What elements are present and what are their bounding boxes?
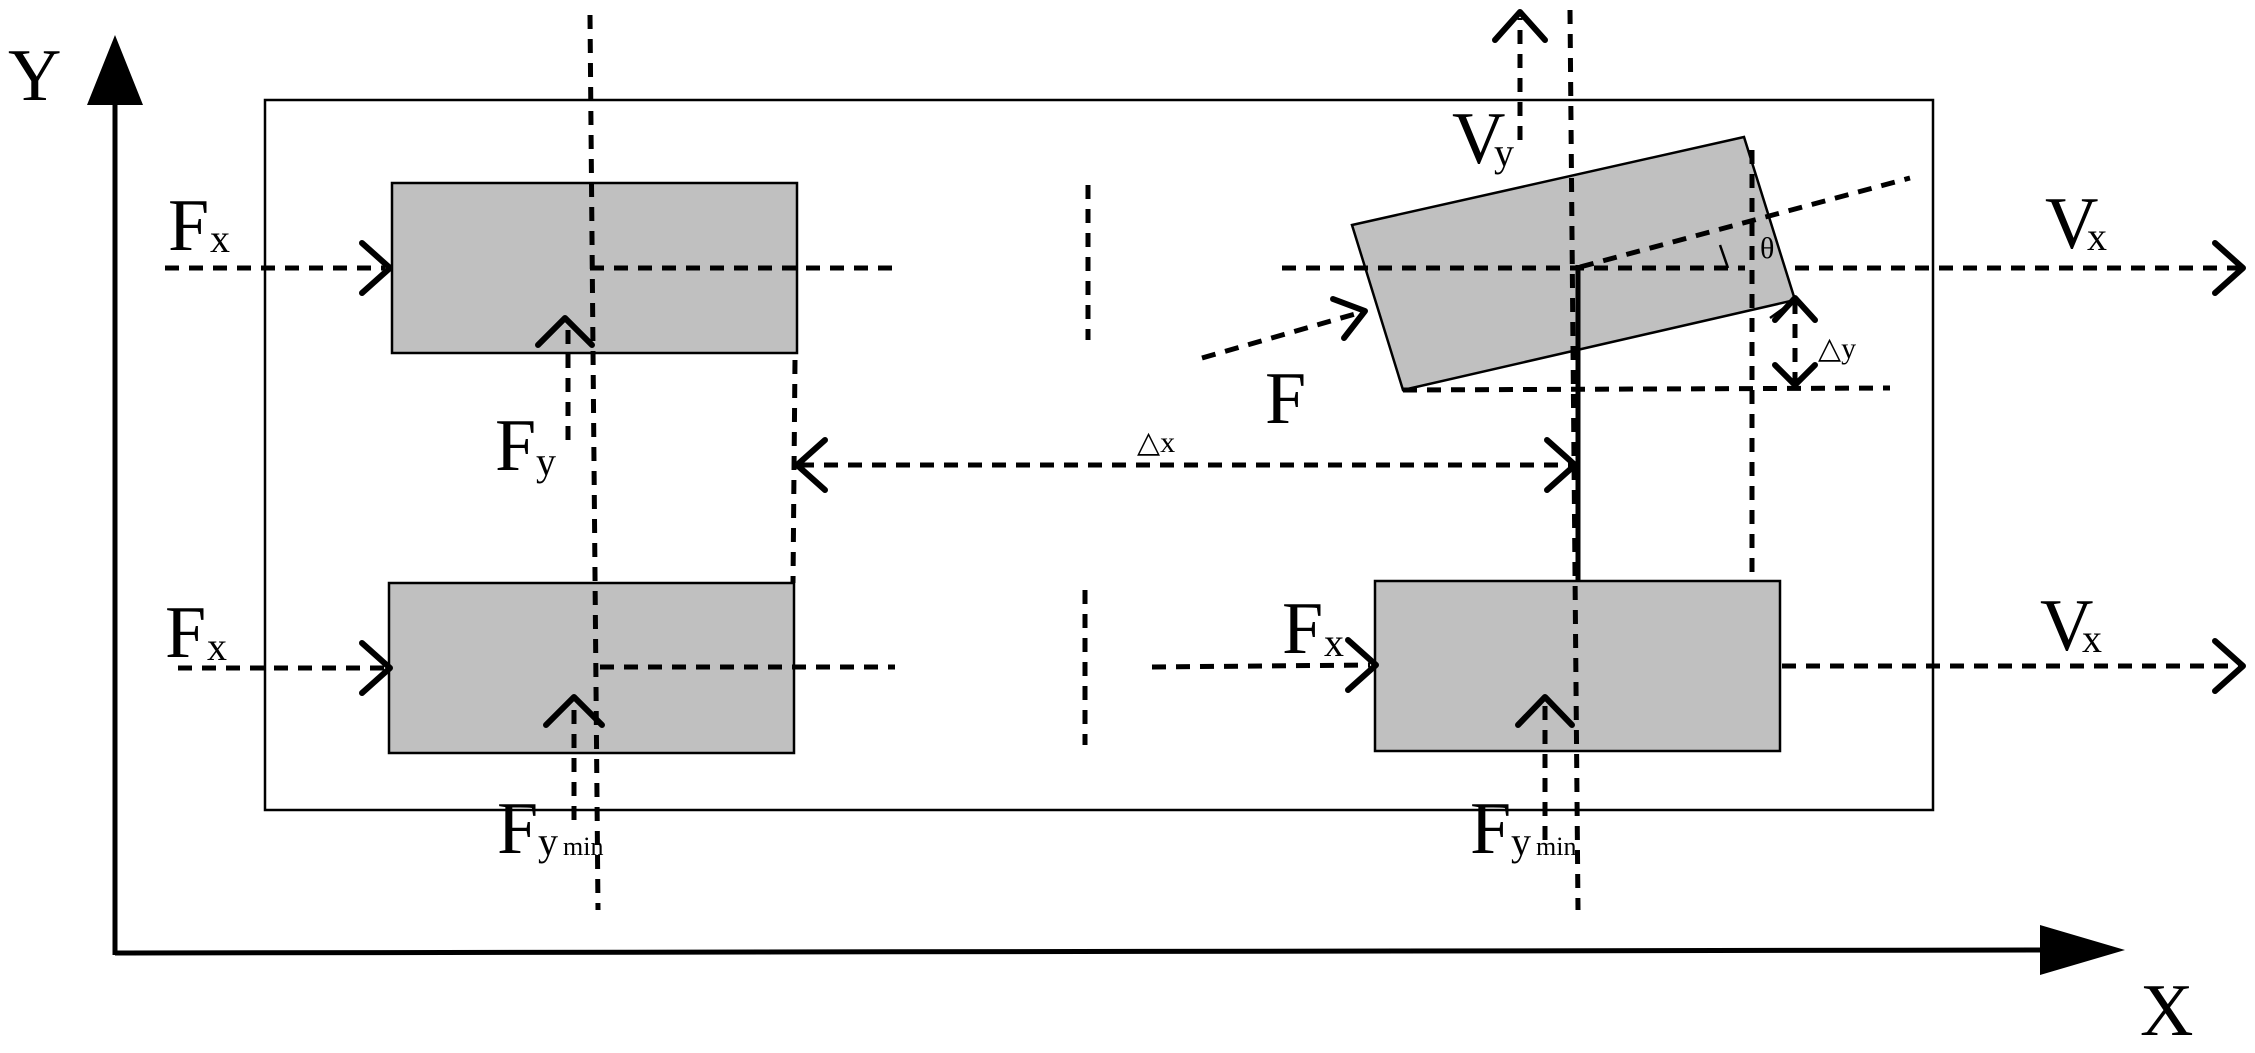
svg-text:x: x xyxy=(1324,620,1344,665)
svg-text:x: x xyxy=(2087,214,2107,259)
svg-text:x: x xyxy=(207,624,227,669)
label-theta: θ xyxy=(1760,232,1774,265)
svg-text:y: y xyxy=(536,439,556,484)
delta-y-arrow xyxy=(1769,295,1818,388)
svg-text:V: V xyxy=(2045,183,2098,265)
label-delta-x: △x xyxy=(1137,426,1175,459)
svg-text:F: F xyxy=(497,788,538,870)
vx-arrow-bottom xyxy=(1782,638,2246,694)
label-fx-bottom-left: F x xyxy=(165,592,227,674)
theta-angle-mark xyxy=(1718,244,1730,269)
label-vx-top: V x xyxy=(2045,183,2107,265)
svg-text:V: V xyxy=(1452,98,1505,180)
fy-min-arrow-bottom-left xyxy=(543,694,605,820)
fy-min-arrow-bottom-right xyxy=(1515,694,1575,840)
vy-arrow xyxy=(1492,9,1548,140)
label-fy-min-bottom-right: F y min xyxy=(1470,788,1576,870)
vertical-dashed-connector-left xyxy=(790,359,798,584)
label-fy-min-bottom-left: F y min xyxy=(497,788,603,870)
y-axis-label: Y xyxy=(8,35,61,117)
svg-text:x: x xyxy=(2082,616,2102,661)
fx-arrow-top-left xyxy=(165,240,393,296)
delta-x-arrow xyxy=(794,437,1578,493)
svg-text:V: V xyxy=(2040,585,2093,667)
fy-arrow-top-left xyxy=(535,315,595,440)
y-axis-arrowhead xyxy=(87,35,143,105)
svg-text:min: min xyxy=(563,832,603,861)
f-arrow-rotated xyxy=(1201,296,1368,361)
vertical-guide-left xyxy=(587,14,601,911)
outer-frame xyxy=(263,98,1935,812)
label-fy-top-left: F y xyxy=(495,405,556,487)
vertical-guide-right xyxy=(1567,9,1581,911)
coordinate-axes: Y X xyxy=(8,35,2193,1052)
rotated-axis-line xyxy=(1579,175,1911,270)
x-axis-label: X xyxy=(2140,970,2193,1052)
svg-text:x: x xyxy=(210,216,230,261)
label-vy: V y xyxy=(1452,98,1514,180)
fx-arrow-bottom-left xyxy=(178,640,393,696)
label-f-rotated: F xyxy=(1265,358,1306,440)
svg-text:min: min xyxy=(1536,832,1576,861)
fx-arrow-bottom-right xyxy=(1151,637,1379,693)
svg-text:F: F xyxy=(1470,788,1511,870)
label-fx-bottom-right: F x xyxy=(1282,588,1344,670)
x-axis-line xyxy=(114,947,2061,956)
svg-text:y: y xyxy=(538,819,558,864)
labels: F x F x F x V x V x V y F y F y mi xyxy=(165,98,2107,870)
svg-text:F: F xyxy=(168,185,209,267)
svg-text:y: y xyxy=(1511,819,1531,864)
label-delta-y: △y xyxy=(1818,332,1856,365)
svg-text:F: F xyxy=(1282,588,1323,670)
label-fx-top-left: F x xyxy=(168,185,230,267)
svg-text:F: F xyxy=(495,405,536,487)
svg-text:F: F xyxy=(165,592,206,674)
svg-text:y: y xyxy=(1494,130,1514,175)
vx-arrow-top xyxy=(1795,240,2246,296)
horizontal-guide-rotated-bottom xyxy=(1402,385,1891,393)
x-axis-arrowhead xyxy=(2040,925,2125,975)
label-vx-bottom: V x xyxy=(2040,585,2102,667)
